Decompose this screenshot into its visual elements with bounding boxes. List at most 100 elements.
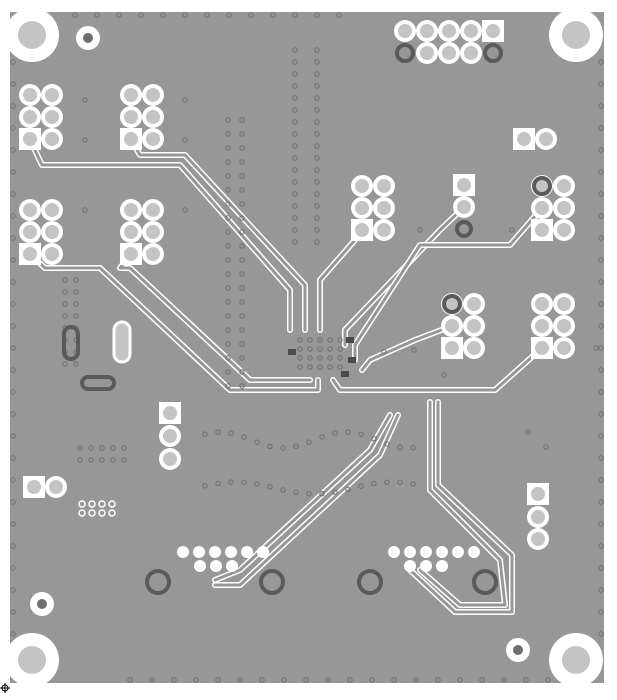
via	[413, 677, 419, 683]
smd-pad	[288, 349, 296, 355]
via	[337, 364, 343, 370]
via	[149, 677, 155, 683]
pad-hole	[464, 24, 478, 38]
via	[292, 47, 298, 53]
via	[369, 677, 375, 683]
trace	[213, 413, 392, 582]
via	[239, 383, 245, 389]
via	[598, 499, 604, 505]
trace	[331, 346, 544, 392]
pad-hole	[535, 179, 549, 193]
pad-hole	[163, 406, 177, 420]
dark-pad	[455, 220, 473, 238]
pad-hole	[467, 297, 481, 311]
via	[317, 346, 323, 352]
via	[314, 59, 320, 65]
via	[82, 137, 88, 143]
pad-hole	[442, 46, 456, 60]
via	[241, 479, 247, 486]
connector-shield-hole	[357, 569, 383, 595]
via	[598, 433, 604, 439]
via	[225, 341, 231, 347]
via	[193, 677, 199, 683]
via	[239, 215, 245, 221]
connector-pin	[209, 546, 221, 558]
via	[77, 445, 83, 451]
via	[121, 445, 127, 451]
via	[10, 323, 16, 329]
via	[239, 327, 245, 333]
smd-pad	[348, 357, 356, 363]
small-pad	[78, 500, 86, 508]
via	[297, 364, 303, 370]
pad-hole	[445, 341, 459, 355]
via	[337, 337, 343, 343]
via	[239, 369, 245, 375]
via	[110, 445, 116, 451]
via	[292, 107, 298, 113]
via	[525, 429, 531, 435]
via	[225, 369, 231, 375]
via	[336, 12, 342, 18]
via	[391, 677, 397, 683]
via	[281, 677, 287, 683]
via	[239, 355, 245, 361]
via	[317, 337, 323, 343]
via	[202, 431, 208, 437]
via	[10, 565, 16, 571]
origin-marker-icon	[0, 683, 10, 693]
via	[225, 299, 231, 305]
via	[410, 445, 416, 451]
via	[292, 167, 298, 173]
pad-hole	[535, 319, 549, 333]
via	[239, 285, 245, 291]
via	[10, 147, 16, 153]
via	[598, 521, 604, 527]
dark-pad	[483, 43, 503, 63]
small-pad	[108, 500, 116, 508]
via	[314, 71, 320, 77]
connector-pin	[436, 560, 448, 572]
via	[10, 59, 16, 65]
via	[226, 12, 232, 18]
via	[307, 346, 313, 352]
via	[297, 346, 303, 352]
via	[292, 83, 298, 89]
via	[314, 119, 320, 125]
via	[317, 364, 323, 370]
via	[225, 327, 231, 333]
connector-pin	[257, 546, 269, 558]
connector-shield-hole	[472, 569, 498, 595]
pad-hole	[445, 297, 459, 311]
via	[182, 12, 188, 18]
via	[225, 355, 231, 361]
via	[319, 491, 325, 497]
via	[523, 677, 529, 683]
via	[73, 301, 79, 307]
via	[239, 313, 245, 319]
pad-hole	[23, 225, 37, 239]
via	[10, 455, 16, 461]
via	[73, 277, 79, 283]
via	[10, 609, 16, 615]
connector-pin	[225, 546, 237, 558]
via	[116, 12, 122, 18]
via	[225, 159, 231, 165]
small-pad	[98, 500, 106, 508]
via	[307, 364, 313, 370]
via	[82, 97, 88, 103]
via	[228, 479, 234, 485]
via	[99, 445, 105, 451]
tooling-hole-drill	[37, 599, 47, 609]
via	[225, 243, 231, 249]
via	[225, 229, 231, 235]
via	[347, 677, 353, 683]
via	[10, 499, 16, 505]
via	[72, 12, 78, 18]
mounting-hole-pad	[18, 21, 46, 49]
pad-hole	[467, 319, 481, 333]
via	[10, 213, 16, 219]
pad-hole	[464, 46, 478, 60]
via	[239, 341, 245, 347]
